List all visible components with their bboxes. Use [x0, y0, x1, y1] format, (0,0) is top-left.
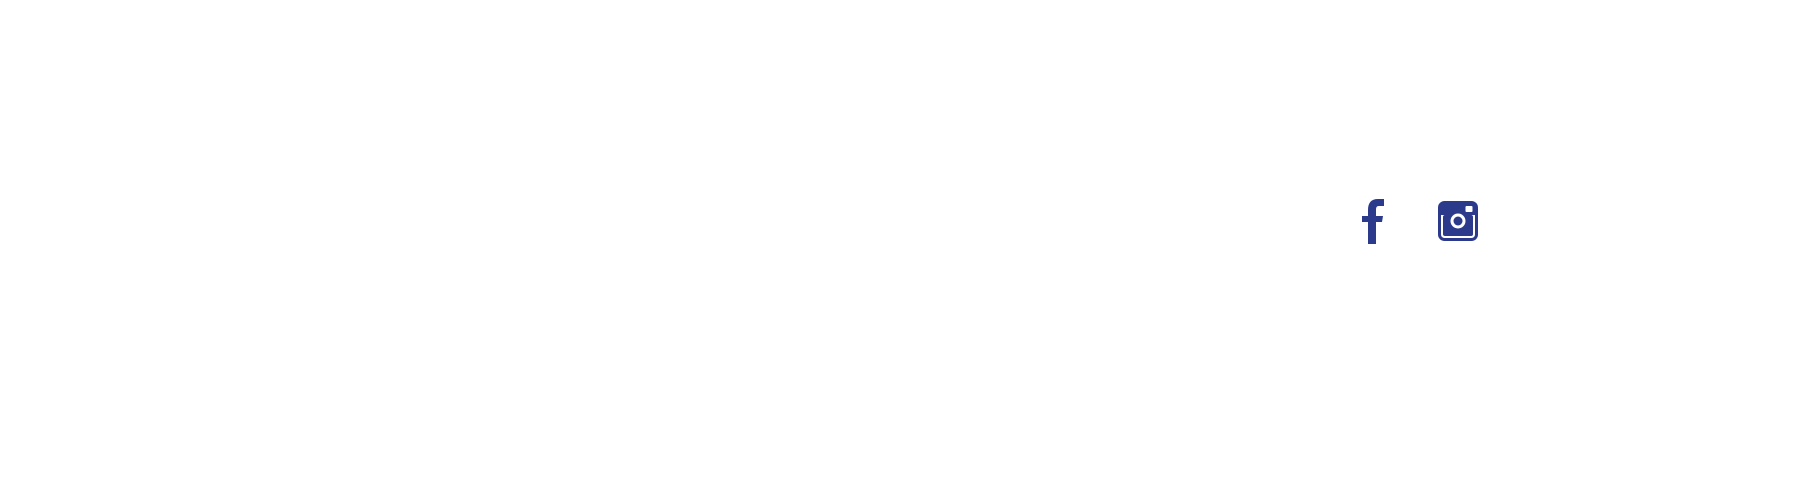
instagram-icon	[1438, 201, 1478, 241]
facebook-icon	[1362, 199, 1384, 244]
facebook-link[interactable]	[1352, 198, 1392, 244]
social-links	[1352, 198, 1478, 244]
instagram-link[interactable]	[1438, 198, 1478, 244]
